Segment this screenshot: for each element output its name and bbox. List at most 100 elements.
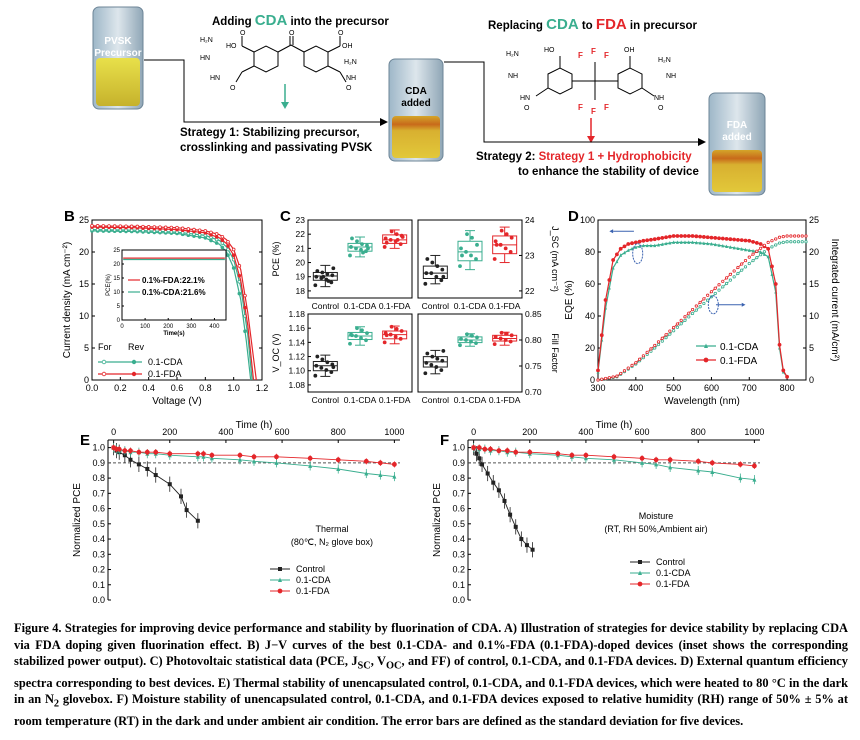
chart-c-point-0.1-CDA	[349, 245, 353, 249]
chart-e-point-0.1-FDA	[128, 448, 133, 454]
chart-c-point-0.1-FDA	[395, 237, 400, 242]
chart-b-inset-x-label: 0	[120, 324, 124, 330]
chart-f-x-label: 1000	[744, 427, 764, 437]
chart-c-point-Control	[439, 368, 444, 373]
vial-pvsk-precursor	[92, 6, 144, 110]
chart-d-jsc-point-0.1-FDA	[668, 329, 672, 333]
svg-text:F: F	[604, 51, 609, 60]
chart-d-eqe-point-0.1-FDA	[701, 235, 706, 239]
chart-c-point-0.1-CDA	[366, 246, 370, 251]
chart-d-jsc-point-0.1-FDA	[774, 237, 778, 241]
chart-c-point-0.1-FDA	[398, 242, 403, 247]
chart-c-point-0.1-CDA	[354, 334, 358, 338]
chart-c-category-label: Control	[422, 301, 450, 311]
chart-c-point-Control	[314, 274, 319, 279]
chart-f-y-label: 0.8	[452, 473, 465, 483]
chart-e-legend-label-Control: Control	[296, 564, 325, 574]
chart-c-point-Control	[326, 279, 331, 283]
chart-c-point-Control	[429, 271, 434, 276]
chart-f-point-0.1-FDA	[695, 458, 701, 464]
chart-c-frame-3	[417, 313, 523, 393]
svg-text:H₂N: H₂N	[658, 57, 671, 64]
chart-e-point-0.1-FDA	[136, 449, 142, 455]
chart-c-ytick-label: 0.85	[525, 309, 542, 319]
chart-d-eqe-point-0.1-CDA	[702, 241, 706, 245]
vial-pvsk-label: PVSK Precursor	[92, 36, 144, 60]
chart-b-point-0.1-FDA	[186, 227, 191, 231]
chart-b-y-label: 10	[79, 311, 89, 321]
chart-f-legend-marker-Control	[638, 560, 642, 564]
chart-d-eqe-point-0.1-FDA	[781, 368, 786, 373]
chart-d-x-label: 500	[666, 383, 681, 393]
caption-part2: , V	[370, 654, 386, 668]
chart-d-jsc-point-0.1-FDA	[732, 269, 736, 273]
chart-c-point-Control	[313, 373, 318, 378]
chart-c-box-0.1-CDA	[457, 240, 483, 262]
chart-d-legend-marker-0.1-CDA	[704, 343, 708, 348]
chart-b-point-0.1-FDA	[209, 230, 213, 235]
chart-f-point-0.1-FDA	[496, 448, 502, 454]
svg-text:O: O	[524, 105, 530, 112]
chart-d-eqe-point-0.1-CDA	[691, 240, 695, 244]
chart-e-point-0.1-FDA	[167, 451, 173, 457]
chart-d-eqe-point-0.1-FDA	[785, 374, 789, 379]
vial-cda-label-line2: added	[401, 98, 431, 109]
chart-c-point-0.1-FDA	[494, 242, 499, 247]
chart-d-eqe-point-0.1-FDA	[675, 234, 680, 238]
chart-d-ellipse-eqe	[632, 243, 644, 265]
chart-f-point-0.1-FDA	[527, 449, 533, 455]
chart-d-jsc-point-0.1-FDA	[706, 293, 710, 297]
chart-d-x-label: 700	[742, 383, 757, 393]
chart-d-jsc-point-0.1-CDA	[804, 240, 808, 244]
chart-f-point-Control	[496, 488, 501, 493]
chart-c-point-Control	[434, 274, 439, 279]
chart-d-jsc-point-0.1-FDA	[690, 308, 695, 312]
chart-c-category-label: 0.1-FDA	[379, 301, 411, 311]
svg-text:NH: NH	[666, 73, 676, 80]
chart-c-point-Control	[324, 368, 329, 372]
chart-d-eqe-point-0.1-CDA	[634, 245, 638, 249]
chart-f-ylabel: Normalized PCE	[432, 483, 443, 557]
chart-f-y-label: 0.2	[452, 565, 465, 575]
chart-d-jsc-point-0.1-FDA	[664, 333, 668, 337]
chart-d-eqe-point-0.1-CDA	[709, 242, 713, 246]
chart-f-y-label: 0.4	[452, 534, 465, 544]
chart-e-y-label: 0.4	[92, 534, 105, 544]
chart-b-point-0.1-FDA	[107, 224, 111, 228]
chart-b-x-label: 1.0	[227, 383, 240, 393]
chart-e-point-0.1-CDA	[364, 471, 369, 476]
chart-d-jsc-point-0.1-CDA	[743, 265, 748, 269]
chart-e-y-label: 0.3	[92, 549, 105, 559]
chart-c-point-0.1-CDA	[355, 326, 359, 331]
chart-d-jsc-point-0.1-FDA	[607, 376, 611, 380]
chart-d-legend-label-0.1-FDA: 0.1-FDA	[720, 356, 758, 367]
chart-d-eqe-point-0.1-FDA	[622, 244, 627, 249]
chart-e-x-label: 600	[275, 427, 290, 437]
chart-c-category-label: 0.1-CDA	[344, 395, 377, 405]
chart-c-point-0.1-CDA	[458, 264, 462, 268]
chart-d-eqe-point-0.1-CDA	[687, 240, 691, 244]
chart-c-point-0.1-CDA	[364, 338, 368, 343]
svg-text:O: O	[658, 105, 664, 112]
chart-c-point-0.1-CDA	[355, 239, 359, 244]
chart-f-point-0.1-FDA	[611, 454, 617, 460]
caption-lead: Figure 4.	[14, 621, 62, 635]
chart-b-y-label: 15	[79, 279, 89, 289]
chart-b-inset-ylabel: PCE(%)	[106, 274, 112, 296]
replacing-text-2: to	[578, 20, 596, 32]
chart-d-eqe-point-0.1-CDA	[607, 286, 611, 290]
chart-f-point-0.1-CDA	[710, 469, 715, 474]
chart-d-eqe-point-0.1-FDA	[713, 236, 718, 240]
chart-f-point-Control	[485, 471, 490, 476]
chart-b-inset-y-label: 10	[113, 290, 120, 296]
chart-b-legend-rev: Rev	[128, 342, 145, 352]
caption-sub-n2: 2	[53, 698, 60, 710]
chart-c-category-label: 0.1-CDA	[454, 301, 487, 311]
chart-b-point-0.1-CDA	[226, 247, 230, 252]
strategy-1-line2: crosslinking and passivating PVSK	[180, 142, 373, 154]
chart-d-eqe-point-0.1-FDA	[717, 236, 721, 241]
chart-e-x-label: 400	[218, 427, 233, 437]
chart-d-jsc-point-0.1-FDA	[796, 234, 801, 238]
chart-f-y-label: 1.0	[452, 443, 465, 453]
